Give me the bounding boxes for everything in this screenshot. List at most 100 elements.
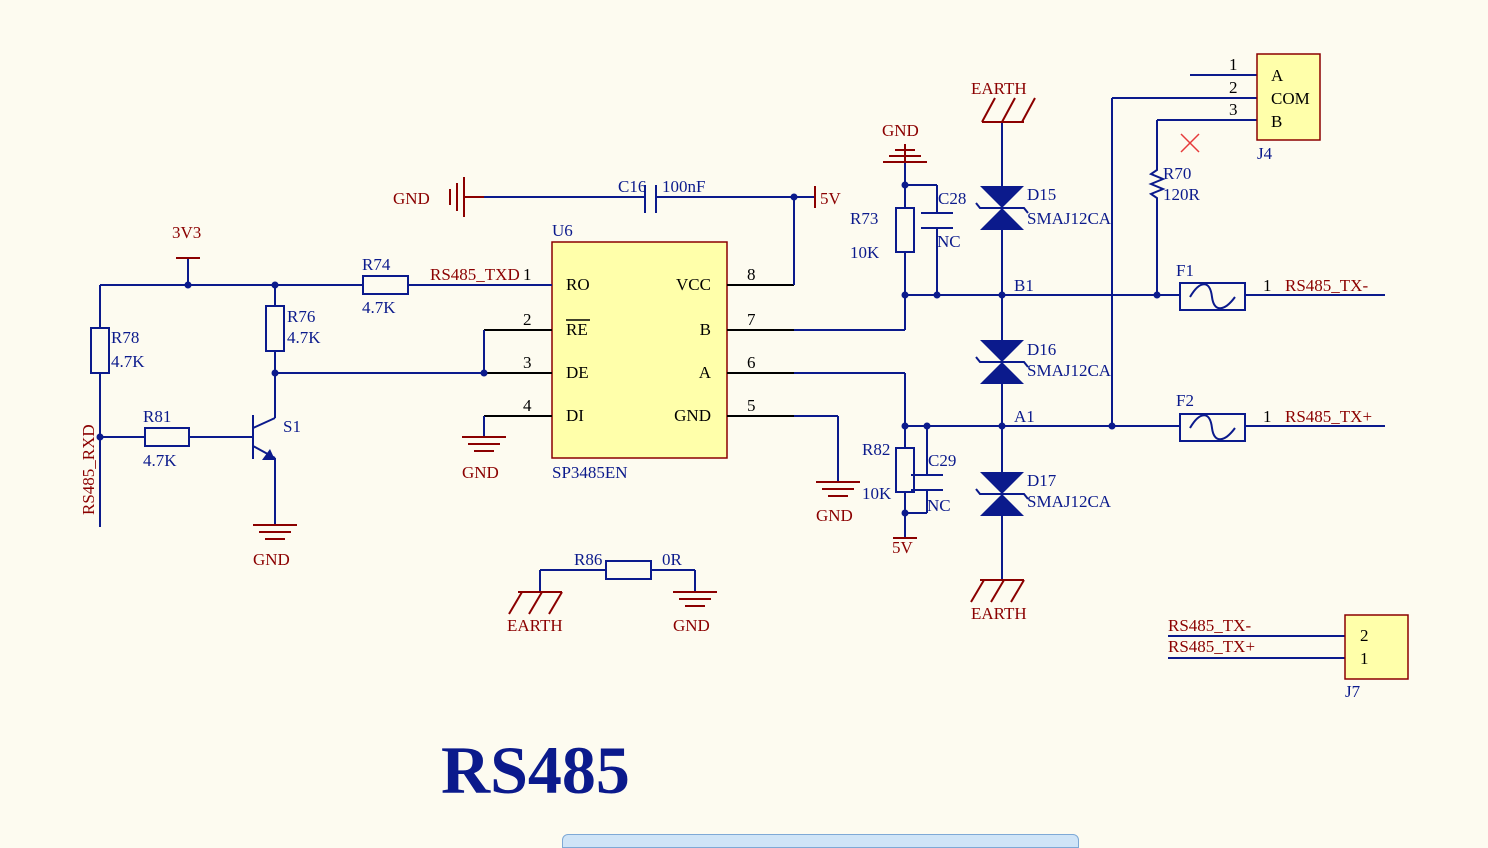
earth-top-label: EARTH: [971, 79, 1027, 98]
emitter-arrow-icon: [262, 449, 275, 460]
j4-pin1-num: 1: [1229, 55, 1238, 74]
net-3v3-label: 3V3: [172, 223, 201, 242]
c28-value: NC: [937, 232, 961, 251]
resistor-r73: R73 10K: [850, 207, 915, 262]
connector-j7: 2 1 J7: [1344, 614, 1409, 701]
ic-u6-pin-gnd: GND: [674, 406, 711, 425]
r73-value: 10K: [850, 243, 880, 262]
power-3v3: 3V3: [172, 223, 201, 259]
r76-value: 4.7K: [287, 328, 321, 347]
earth-bottom: EARTH: [970, 579, 1027, 623]
r70-value: 120R: [1163, 185, 1201, 204]
fuse-f2: F2 1: [1176, 391, 1272, 442]
wires: [99, 74, 1385, 659]
d16-ref: D16: [1027, 340, 1056, 359]
ic-u6: U6 SP3485EN 1 2 3 4 8 7 6 5 RO RE DE DI …: [484, 221, 794, 482]
j7-pin2-num: 2: [1360, 626, 1369, 645]
r81-value: 4.7K: [143, 451, 177, 470]
net-5v-bottom-label: 5V: [892, 538, 914, 557]
r74-value: 4.7K: [362, 298, 396, 317]
gnd-c16-label: GND: [393, 189, 430, 208]
resistor-r81: R81 4.7K: [143, 407, 190, 470]
ic-u6-pin4-num: 4: [523, 396, 532, 415]
j7-ref: J7: [1345, 682, 1361, 701]
gnd-r86-label: GND: [673, 616, 710, 635]
d17-value: SMAJ12CA: [1027, 492, 1112, 511]
ic-u6-body: [551, 241, 728, 459]
j4-label-b: B: [1271, 112, 1282, 131]
c16-ref: C16: [618, 177, 646, 196]
power-5v-bottom: 5V: [892, 537, 917, 557]
r81-ref: R81: [143, 407, 171, 426]
resistor-r78: R78 4.7K: [90, 327, 145, 374]
gnd-s1: GND: [253, 524, 297, 569]
ic-u6-ref: U6: [552, 221, 573, 240]
ic-u6-part: SP3485EN: [552, 463, 628, 482]
j7-pin1-num: 1: [1360, 649, 1369, 668]
ic-u6-pin1-num: 1: [523, 265, 532, 284]
earth-r86: EARTH: [507, 591, 563, 635]
ic-u6-pin5-num: 5: [747, 396, 756, 415]
capacitor-c16: C16 100nF: [618, 177, 705, 213]
tvs-diode-d15: D15 SMAJ12CA: [975, 185, 1112, 230]
ic-u6-pin-a: A: [699, 363, 712, 382]
gnd-c16: GND: [393, 177, 484, 217]
r74-ref: R74: [362, 255, 391, 274]
connector-j4: 1 2 3 A COM B J4: [1229, 53, 1321, 163]
resistor-r76: R76 4.7K: [265, 305, 321, 352]
tvs-diode-d16: D16 SMAJ12CA: [975, 340, 1112, 384]
junction-dots: [96, 181, 1161, 517]
tvs-diode-d17: D17 SMAJ12CA: [975, 471, 1112, 516]
transistor-s1: S1: [252, 415, 301, 460]
capacitor-c28: C28 NC: [921, 189, 966, 251]
f1-ref: F1: [1176, 261, 1194, 280]
r78-value: 4.7K: [111, 352, 145, 371]
gnd-u6-pin5: GND: [816, 481, 860, 525]
r82-value: 10K: [862, 484, 892, 503]
net-label-txd: RS485_TXD: [430, 265, 520, 284]
net-label-j7-tx-minus: RS485_TX-: [1168, 616, 1251, 635]
f2-pin: 1: [1263, 407, 1272, 426]
c29-ref: C29: [928, 451, 956, 470]
gnd-s1-label: GND: [253, 550, 290, 569]
r78-ref: R78: [111, 328, 139, 347]
net-label-tx-plus: RS485_TX+: [1285, 407, 1372, 426]
net-label-a1: A1: [1014, 407, 1035, 426]
c28-ref: C28: [938, 189, 966, 208]
net-5v-label: 5V: [820, 189, 842, 208]
f2-ref: F2: [1176, 391, 1194, 410]
gnd-r86: GND: [673, 591, 717, 635]
ic-u6-pin-re: RE: [566, 320, 588, 339]
d15-ref: D15: [1027, 185, 1056, 204]
ic-u6-pin6-num: 6: [747, 353, 756, 372]
j4-label-com: COM: [1271, 89, 1310, 108]
resistor-r82: R82 10K: [862, 440, 915, 503]
net-label-tx-minus: RS485_TX-: [1285, 276, 1368, 295]
j4-ref: J4: [1257, 144, 1273, 163]
capacitor-c29: C29 NC: [911, 451, 956, 515]
c16-value: 100nF: [662, 177, 705, 196]
gnd-u6-di-label: GND: [462, 463, 499, 482]
f1-pin: 1: [1263, 276, 1272, 295]
gnd-r73-label: GND: [882, 121, 919, 140]
r76-ref: R76: [287, 307, 315, 326]
j4-pin2-num: 2: [1229, 78, 1238, 97]
resistor-r70: R70 120R: [1148, 133, 1201, 205]
r73-ref: R73: [850, 209, 878, 228]
bottom-panel-tab[interactable]: [562, 834, 1079, 848]
power-5v-top: 5V: [814, 186, 842, 208]
j4-pin3-num: 3: [1229, 100, 1238, 119]
earth-r86-label: EARTH: [507, 616, 563, 635]
ic-u6-pin-vcc: VCC: [676, 275, 711, 294]
ic-u6-pin8-num: 8: [747, 265, 756, 284]
d16-value: SMAJ12CA: [1027, 361, 1112, 380]
earth-bottom-label: EARTH: [971, 604, 1027, 623]
gnd-u6-pin5-label: GND: [816, 506, 853, 525]
net-label-j7-tx-plus: RS485_TX+: [1168, 637, 1255, 656]
s1-ref: S1: [283, 417, 301, 436]
sheet-title: RS485: [441, 732, 630, 808]
c29-value: NC: [927, 496, 951, 515]
r70-ref: R70: [1163, 164, 1191, 183]
gnd-u6-di: GND: [462, 436, 506, 482]
